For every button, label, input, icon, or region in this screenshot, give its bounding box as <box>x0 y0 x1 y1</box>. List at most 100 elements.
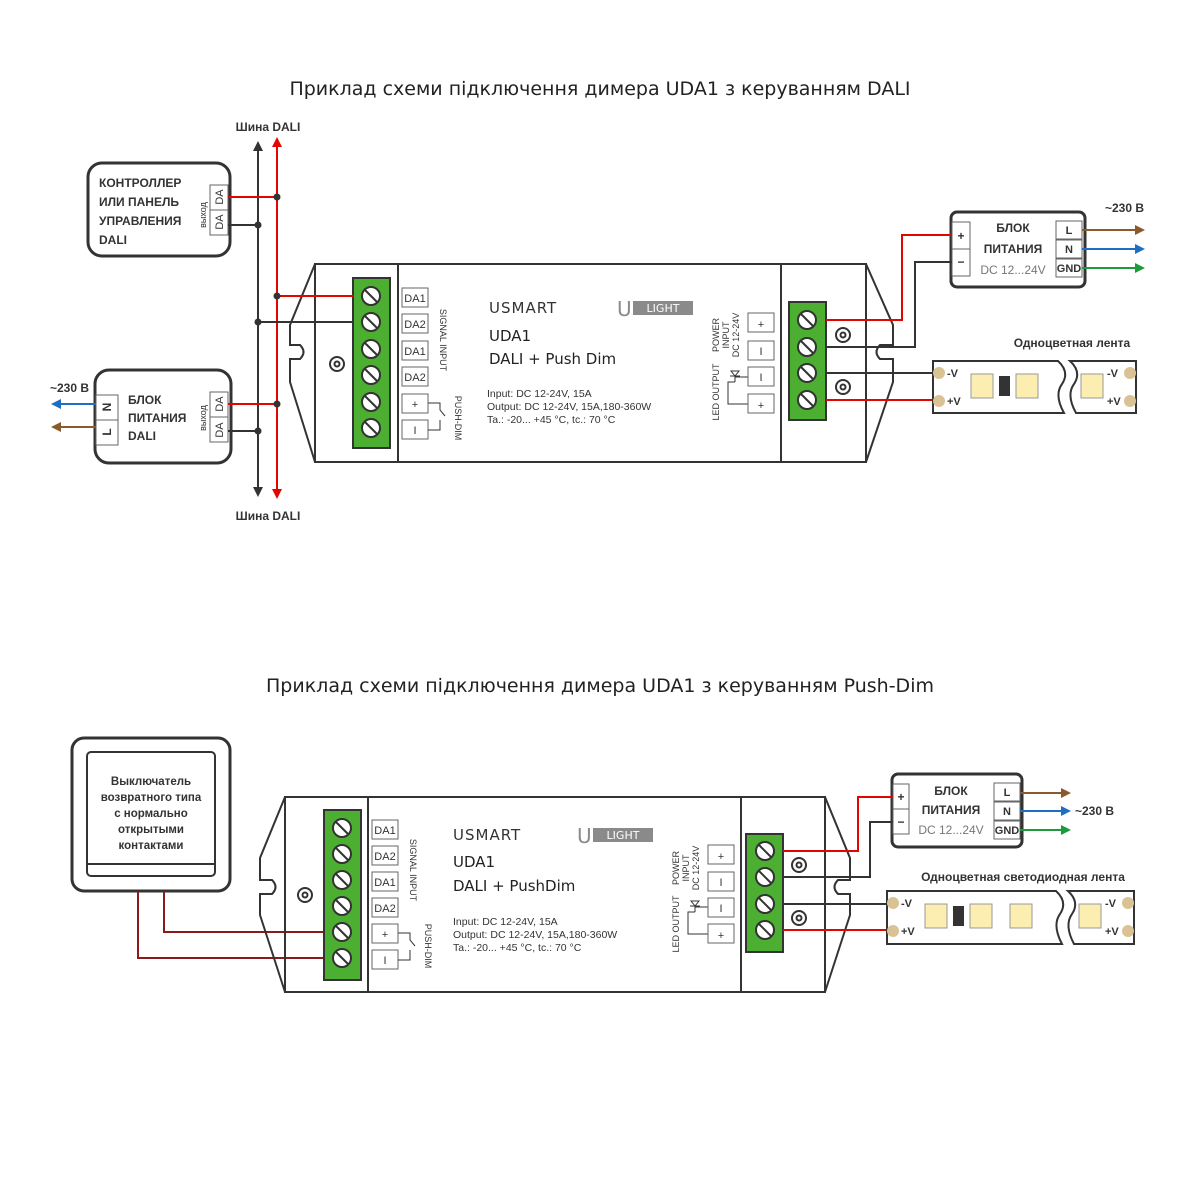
led-chip <box>1009 903 1033 929</box>
led-chip <box>924 903 948 929</box>
terminal-da1: DA1 <box>404 346 425 358</box>
switch-line-3: с нормально <box>114 808 188 820</box>
ulight-logo: U LIGHT <box>577 824 653 848</box>
spec-line: Output: DC 12-24V, 15A,180-360W <box>453 929 617 941</box>
dimmer-uda1: DA1 DA2 DA1 DA2 + I SIGNAL INPUT PUSH-DI… <box>259 796 851 993</box>
dali-psu-line-2: ПИТАНИЯ <box>128 411 186 425</box>
dali-psu-terminal-da-2: DA <box>214 422 226 438</box>
terminal-led-plus: + <box>758 400 764 412</box>
svg-text:+V: +V <box>1107 396 1121 408</box>
wire-psu-minus <box>783 821 893 878</box>
svg-text:U: U <box>617 297 632 321</box>
spec-line: Ta.: -20... +45 °C, tc.: 70 °C <box>487 414 616 426</box>
terminal-da2: DA2 <box>404 319 425 331</box>
screw-terminals <box>361 286 381 438</box>
junction-dot <box>254 221 262 229</box>
terminal-da1: DA1 <box>404 293 425 305</box>
svg-text:INPUT: INPUT <box>681 854 691 882</box>
switch-line-5: контактами <box>119 840 184 852</box>
psu-line-1: БЛОК <box>996 221 1030 235</box>
svg-text:INPUT: INPUT <box>721 321 731 349</box>
terminal-da1: DA1 <box>374 877 395 889</box>
led-diode-symbol <box>687 900 708 935</box>
led-strip: Одноцветная лента -V +V -V +V <box>932 336 1137 414</box>
terminal-push: I <box>383 955 386 967</box>
led-output-label: LED OUTPUT <box>711 363 721 421</box>
psu-terminal-minus: − <box>897 815 904 829</box>
psu-terminal-n: N <box>1003 806 1011 818</box>
svg-text:+V: +V <box>1105 926 1119 938</box>
junction-dot <box>254 318 262 326</box>
terminal-power-minus: I <box>719 877 722 889</box>
controller-output-label: выход <box>198 201 208 227</box>
dali-psu-output-label: выход <box>198 404 208 430</box>
led-chip <box>1080 373 1104 399</box>
strip-label: Одноцветная светодиодная лента <box>921 870 1125 884</box>
terminal-power-plus: + <box>758 319 764 331</box>
controller-line-2: ИЛИ ПАНЕЛЬ <box>99 195 179 209</box>
terminal-da2: DA2 <box>374 903 395 915</box>
psu-mains-label: ~230 В <box>1075 804 1114 818</box>
terminal-da1: DA1 <box>374 825 395 837</box>
controller-terminal-da-1: DA <box>214 189 226 205</box>
terminal-push: I <box>413 425 416 437</box>
svg-text:DC 12-24V: DC 12-24V <box>731 313 741 358</box>
terminal-led-minus: I <box>719 903 722 915</box>
dali-psu-terminal-n: N <box>100 403 114 412</box>
push-switch: Выключатель возвратного типа с нормально… <box>70 736 232 893</box>
psu-voltage: DC 12...24V <box>980 263 1045 277</box>
psu-terminal-n: N <box>1065 244 1073 256</box>
dali-controller: КОНТРОЛЛЕР ИЛИ ПАНЕЛЬ УПРАВЛЕНИЯ DALI вы… <box>86 161 232 258</box>
psu-terminal-plus: + <box>957 229 964 243</box>
svg-text:LIGHT: LIGHT <box>647 302 680 315</box>
wire-psu-plus <box>783 796 893 852</box>
brand-usmart: USMART <box>489 299 557 317</box>
strip-label: Одноцветная лента <box>1014 336 1131 350</box>
terminal-da2: DA2 <box>404 372 425 384</box>
terminal-da2: DA2 <box>374 851 395 863</box>
junction-dot <box>273 292 281 300</box>
psu-terminal-plus: + <box>897 790 904 804</box>
push-dim-label: PUSH-DIM <box>423 924 433 969</box>
led-strip: Одноцветная светодиодная лента -V +V -V … <box>886 870 1135 945</box>
terminal-plus: + <box>412 399 418 411</box>
dali-power-supply: N L БЛОК ПИТАНИЯ DALI выход DA DA ~230 В <box>50 368 233 465</box>
push-switch-symbol <box>398 932 416 961</box>
dali-psu-mains-label: ~230 В <box>50 381 89 395</box>
psu-terminal-gnd: GND <box>1057 263 1082 275</box>
bus-label-top: Шина DALI <box>236 120 301 134</box>
junction-dot <box>254 427 262 435</box>
switch-line-2: возвратного типа <box>101 792 202 804</box>
controller-line-4: DALI <box>99 233 127 247</box>
psu-line-2: ПИТАНИЯ <box>984 242 1042 256</box>
power-input-label: POWER <box>711 318 721 353</box>
psu-terminal-gnd: GND <box>995 825 1020 837</box>
svg-text:-V: -V <box>1105 898 1117 910</box>
psu-terminal-minus: − <box>957 255 964 269</box>
brand-usmart: USMART <box>453 826 521 844</box>
strip-pin-minus: -V <box>947 368 959 380</box>
switch-line-1: Выключатель <box>111 776 191 788</box>
ulight-logo: U LIGHT <box>617 297 693 321</box>
controller-terminal-da-2: DA <box>214 214 226 230</box>
spec-line: Ta.: -20... +45 °C, tc.: 70 °C <box>453 942 582 954</box>
wire-switch-2 <box>137 891 325 959</box>
controller-line-1: КОНТРОЛЛЕР <box>99 176 181 190</box>
model-subtitle: DALI + PushDim <box>453 877 575 895</box>
signal-input-label: SIGNAL INPUT <box>438 309 448 372</box>
spec-line: Output: DC 12-24V, 15A,180-360W <box>487 401 651 413</box>
screw-terminals <box>332 818 352 968</box>
terminal-plus: + <box>382 929 388 941</box>
led-chip <box>970 373 994 399</box>
led-chip <box>1078 903 1102 929</box>
led-chip <box>1015 373 1039 399</box>
spec-line: Input: DC 12-24V, 15A <box>487 388 592 400</box>
model-name: UDA1 <box>489 327 531 345</box>
svg-text:U: U <box>577 824 592 848</box>
svg-text:LIGHT: LIGHT <box>607 829 640 842</box>
strip-pin-plus: +V <box>901 926 915 938</box>
wire-switch-1 <box>163 891 325 933</box>
bus-label-bottom: Шина DALI <box>236 509 301 523</box>
dali-psu-line-1: БЛОК <box>128 393 162 407</box>
diagram-title: Приклад схеми підключення димера UDA1 з … <box>289 78 910 100</box>
